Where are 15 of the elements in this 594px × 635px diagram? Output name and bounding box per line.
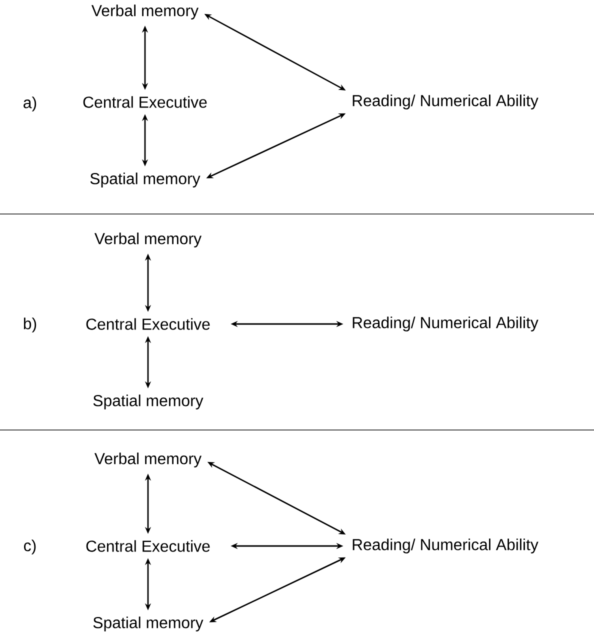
node-text: Verbal memory xyxy=(94,452,202,468)
node-text: Reading/ Numerical Ability xyxy=(352,316,538,332)
node-text: Spatial memory xyxy=(90,172,200,188)
node-text: Central Executive xyxy=(83,96,207,108)
node-text: Spatial memory xyxy=(93,394,204,410)
panel-label: c) xyxy=(24,540,36,554)
node-text: Verbal memory xyxy=(91,4,199,20)
node-text: Central Executive xyxy=(86,318,210,330)
node-text: Central Executive xyxy=(86,540,210,552)
node-text: Spatial memory xyxy=(93,616,204,632)
panel-label: b) xyxy=(24,318,36,332)
node-text: Reading/ Numerical Ability xyxy=(352,538,538,554)
node-text: Reading/ Numerical Ability xyxy=(352,94,538,110)
panel-label: a) xyxy=(24,96,36,112)
node-text: Verbal memory xyxy=(94,232,202,248)
